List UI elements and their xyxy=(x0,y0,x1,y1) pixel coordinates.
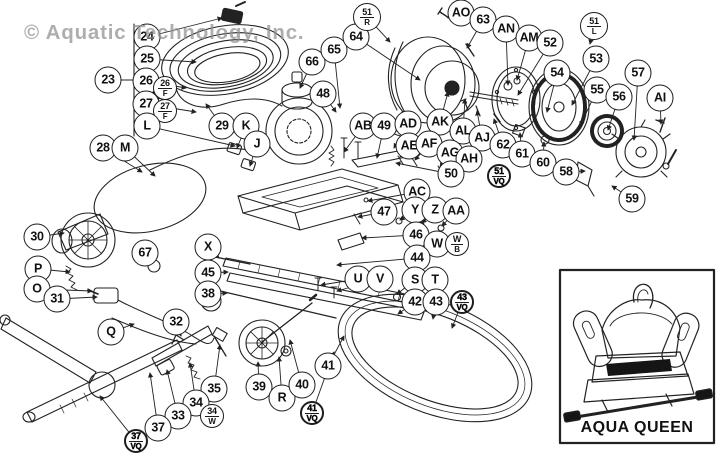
callout-bottom-label: VQ xyxy=(493,176,505,186)
callout-63: 63 xyxy=(469,6,497,34)
callout-top-label: 41 xyxy=(305,402,319,414)
callout-top-label: 51 xyxy=(587,15,601,27)
callout-M: M xyxy=(111,134,139,162)
callout-bottom-label: L xyxy=(591,26,597,36)
callout-39: 39 xyxy=(245,373,273,401)
roller-tubes xyxy=(0,314,228,423)
inset-product-box: AQUA QUEEN xyxy=(558,268,716,445)
motor-assembly xyxy=(387,7,521,143)
drive-belt xyxy=(337,293,533,423)
callout-45: 45 xyxy=(194,259,222,287)
idler-wheel xyxy=(238,293,318,367)
callout-43: 43 xyxy=(422,288,450,316)
callout-top-label: 43 xyxy=(455,291,469,303)
callout-47: 47 xyxy=(370,198,398,226)
callout-58: 58 xyxy=(552,158,580,186)
callout-41: 41 xyxy=(314,352,342,380)
callout-59: 59 xyxy=(618,185,646,213)
inset-product-label: AQUA QUEEN xyxy=(581,419,694,436)
callout-top-label: 51 xyxy=(492,165,506,177)
callout-25: 25 xyxy=(133,45,161,73)
callout-AA: AA xyxy=(442,197,470,225)
callout-67: 67 xyxy=(131,239,159,267)
callout-top-label: 37 xyxy=(129,430,143,442)
callout-bottom-label: W xyxy=(208,416,216,426)
callout-29: 29 xyxy=(208,112,236,140)
callout-60: 60 xyxy=(529,149,557,177)
callout-bottom-label: R xyxy=(364,17,370,27)
callout-bottom-label: F xyxy=(162,111,168,121)
callout-bottom-label: VQ xyxy=(456,302,468,312)
callout-32: 32 xyxy=(162,308,190,336)
callout-AN: AN xyxy=(492,15,520,43)
callout-bottom-label: VQ xyxy=(306,413,318,423)
callout-48: 48 xyxy=(309,80,337,108)
callout-40: 40 xyxy=(288,371,316,399)
callout-30: 30 xyxy=(23,223,51,251)
callout-53: 53 xyxy=(582,45,610,73)
callout-38: 38 xyxy=(194,280,222,308)
callout-54: 54 xyxy=(543,59,571,87)
callout-31: 31 xyxy=(43,285,71,313)
left-gearbox xyxy=(51,142,257,345)
callout-49: 49 xyxy=(370,112,398,140)
callout-top-label: 27 xyxy=(158,100,172,112)
callout-Q: Q xyxy=(97,318,125,346)
callout-AH: AH xyxy=(455,145,483,173)
callout-X: X xyxy=(194,233,222,261)
callout-V: V xyxy=(366,265,394,293)
callout-bottom-label: VQ xyxy=(130,441,142,451)
callout-top-label: W xyxy=(450,233,464,245)
callout-50: 50 xyxy=(437,160,465,188)
callout-top-label: 51 xyxy=(360,6,374,18)
callout-AB: AB xyxy=(349,112,377,140)
callout-AI: AI xyxy=(646,84,674,112)
callout-37: 37 xyxy=(144,414,172,442)
callout-56: 56 xyxy=(605,83,633,111)
callout-top-label: 34 xyxy=(205,405,219,417)
callout-57: 57 xyxy=(624,59,652,87)
callout-42: 42 xyxy=(401,288,429,316)
callout-23: 23 xyxy=(94,66,122,94)
callout-bottom-label: B xyxy=(454,244,460,254)
callout-bottom-label: F xyxy=(162,88,168,98)
inset-product-drawing xyxy=(563,283,714,423)
callout-52: 52 xyxy=(536,29,564,57)
callout-J: J xyxy=(243,130,271,158)
callout-top-label: 26 xyxy=(158,77,172,89)
callout-L: L xyxy=(133,112,161,140)
